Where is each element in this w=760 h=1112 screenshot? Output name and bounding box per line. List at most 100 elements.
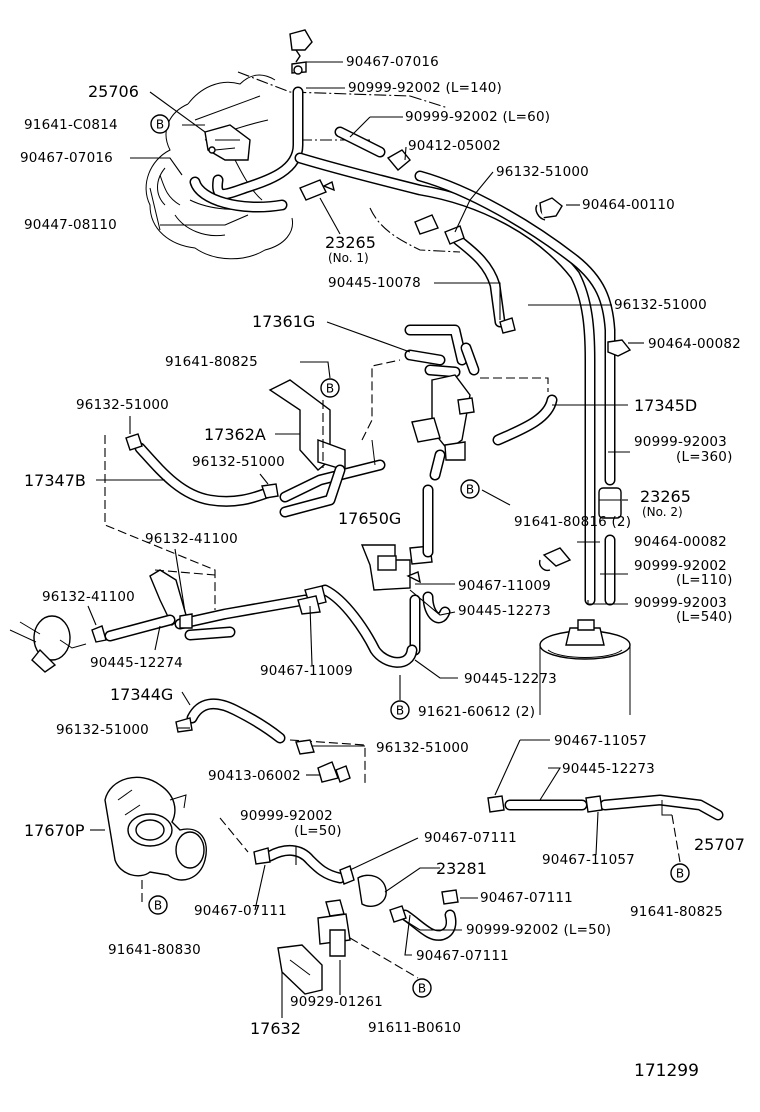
bracket-25706 — [204, 124, 251, 161]
label-90464-00082-a: 90464-00082 — [648, 336, 741, 352]
callout-b-4: B — [390, 700, 410, 720]
small-fittings-mid — [295, 739, 351, 783]
label-96132-51000-c: 96132-51000 — [76, 397, 169, 413]
label-90999-92002-l50-a: 90999-92002 — [240, 808, 333, 824]
label-17345d: 17345D — [634, 396, 697, 415]
label-90467-07111-c: 90467-07111 — [194, 903, 287, 919]
label-96132-51000-d: 96132-51000 — [192, 454, 285, 470]
label-90467-11009-b: 90467-11009 — [260, 663, 353, 679]
label-90999-92002-l110: 90999-92002 — [634, 558, 727, 574]
label-l50-a: (L=50) — [294, 823, 342, 839]
svg-text:B: B — [326, 382, 334, 396]
callout-b-6: B — [148, 895, 168, 915]
label-l110: (L=110) — [676, 572, 733, 588]
svg-text:B: B — [466, 483, 474, 497]
label-90445-10078: 90445-10078 — [328, 275, 421, 291]
label-90467-11009-a: 90467-11009 — [458, 578, 551, 594]
label-23265-no1: 23265 — [325, 233, 376, 252]
label-90445-12273-b: 90445-12273 — [464, 671, 557, 687]
label-90447-08110: 90447-08110 — [24, 217, 117, 233]
label-l360: (L=360) — [676, 449, 733, 465]
label-90467-07016-left: 90467-07016 — [20, 150, 113, 166]
label-96132-41100-b: 96132-41100 — [42, 589, 135, 605]
vsv-17650g — [360, 544, 433, 591]
label-91621-60612: 91621-60612 (2) — [418, 704, 535, 720]
label-no2: (No. 2) — [642, 505, 683, 519]
label-90464-00110: 90464-00110 — [582, 197, 675, 213]
clip-90464-00082-lower — [538, 547, 572, 572]
label-90929-01261: 90929-01261 — [290, 994, 383, 1010]
diagram-reference-code: 171299 — [634, 1061, 699, 1081]
label-91611-b0610: 91611-B0610 — [368, 1020, 461, 1036]
label-17650g: 17650G — [338, 509, 401, 528]
hose-top-group — [189, 86, 616, 606]
leader-lines — [87, 61, 644, 1018]
label-17347b: 17347B — [24, 471, 86, 490]
label-17361g: 17361G — [252, 312, 315, 331]
label-25707: 25707 — [694, 835, 745, 854]
valve-assy-17361g — [404, 324, 480, 481]
hose-17345d — [480, 377, 558, 446]
fittings-top — [299, 149, 632, 357]
label-96132-51000-f: 96132-51000 — [376, 740, 469, 756]
label-90467-07111-d: 90467-07111 — [416, 948, 509, 964]
label-91641-80830: 91641-80830 — [108, 942, 201, 958]
label-90464-00082-b: 90464-00082 — [634, 534, 727, 550]
svg-text:B: B — [156, 118, 164, 132]
label-90467-11057-a: 90467-11057 — [554, 733, 647, 749]
label-91641-80825-b: 91641-80825 — [630, 904, 723, 920]
label-90999-92003-l540: 90999-92003 — [634, 595, 727, 611]
hose-intake-left — [91, 569, 327, 643]
svg-text:B: B — [418, 982, 426, 996]
svg-text:B: B — [676, 867, 684, 881]
label-90999-92002-l140: 90999-92002 (L=140) — [348, 80, 502, 96]
dashed-guide-middle — [154, 569, 366, 785]
label-90445-12274: 90445-12274 — [90, 655, 183, 671]
callout-b-3: B — [460, 479, 480, 499]
callout-b-1: B — [150, 114, 170, 134]
left-filter — [9, 615, 87, 673]
label-90467-11057-b: 90467-11057 — [542, 852, 635, 868]
label-25706: 25706 — [88, 82, 139, 101]
label-91641-c0814: 91641-C0814 — [24, 117, 118, 133]
label-17632: 17632 — [250, 1019, 301, 1038]
label-90999-92002-l60: 90999-92002 (L=60) — [405, 109, 550, 125]
label-91641-80825-a: 91641-80825 — [165, 354, 258, 370]
label-17344g: 17344G — [110, 685, 173, 704]
svg-text:B: B — [154, 899, 162, 913]
label-90445-12273-c: 90445-12273 — [562, 761, 655, 777]
label-no1: (No. 1) — [328, 251, 369, 265]
part-labels: 90467-07016 25706 90999-92002 (L=140) 91… — [20, 54, 745, 1081]
label-96132-51000-e: 96132-51000 — [56, 722, 149, 738]
label-23281: 23281 — [436, 859, 487, 878]
label-96132-41100-a: 96132-41100 — [145, 531, 238, 547]
label-l540: (L=540) — [676, 609, 733, 625]
bracket-17632 — [277, 944, 323, 995]
cap-top — [289, 29, 313, 75]
label-96132-51000-a: 96132-51000 — [496, 164, 589, 180]
hose-90445-12273 — [319, 484, 451, 668]
label-17670p: 17670P — [24, 821, 85, 840]
callout-b-markers: B B B B B B B — [148, 114, 690, 998]
hose-bottom-right — [487, 794, 724, 863]
canister — [539, 619, 631, 715]
label-90412-05002: 90412-05002 — [408, 138, 501, 154]
valve-23265-no2 — [598, 487, 622, 519]
label-90445-12273-a: 90445-12273 — [458, 603, 551, 619]
hose-17347b — [125, 433, 279, 507]
label-90413-06002: 90413-06002 — [208, 768, 301, 784]
label-96132-51000-b: 96132-51000 — [614, 297, 707, 313]
callout-b-7: B — [412, 978, 432, 998]
turbo-17670p — [104, 776, 249, 905]
label-90999-92003-l360: 90999-92003 — [634, 434, 727, 450]
label-90999-92002-l50-b: 90999-92002 (L=50) — [466, 922, 611, 938]
bracket-17362a — [268, 379, 386, 518]
label-90467-07111-b: 90467-07111 — [480, 890, 573, 906]
callout-b-5: B — [670, 863, 690, 883]
hose-17344g — [175, 698, 286, 744]
label-23265-no2: 23265 — [640, 487, 691, 506]
label-90467-07016-top: 90467-07016 — [346, 54, 439, 70]
callout-b-2: B — [320, 378, 340, 398]
